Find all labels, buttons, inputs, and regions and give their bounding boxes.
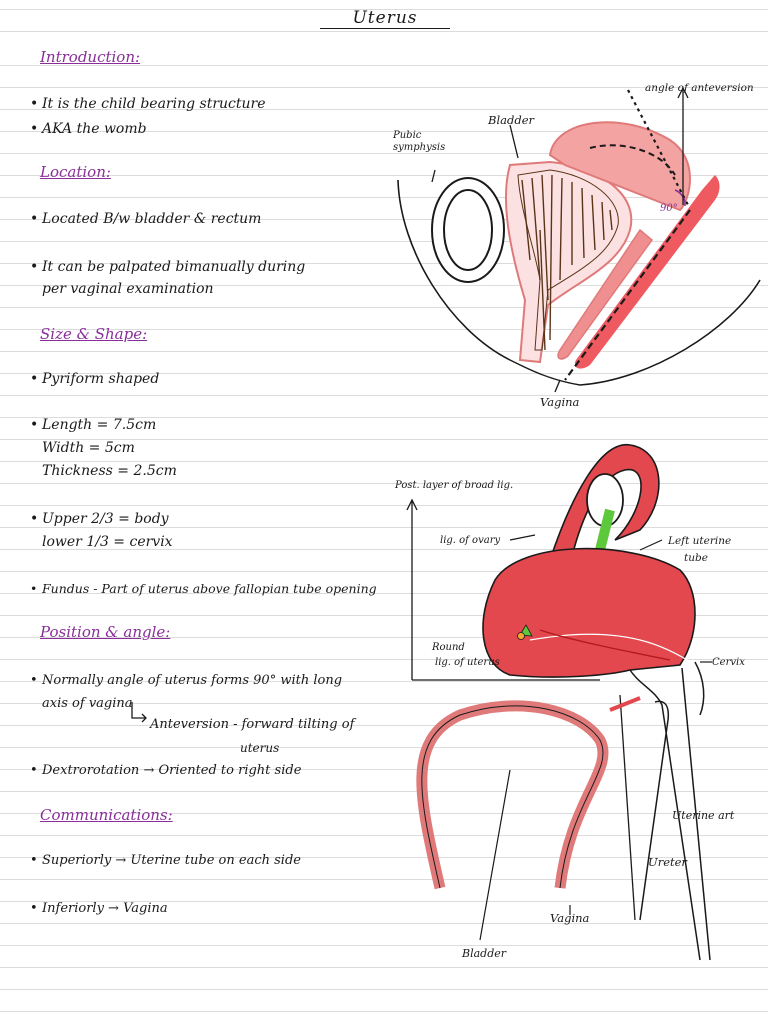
vagina-pointer <box>554 379 561 393</box>
heading-communications: Communications: <box>40 806 173 824</box>
uterine-artery <box>609 696 641 712</box>
bladder-loop-outline <box>421 705 604 889</box>
body-outline-anterior <box>397 179 511 361</box>
note-anteversion: Anteversion - forward tilting of <box>150 717 355 732</box>
heading-position-angle: Position & angle: <box>40 623 171 641</box>
bladder-loop <box>416 700 609 890</box>
body-outline-posterior <box>579 279 761 386</box>
vaginal-wall <box>557 228 654 360</box>
note-upper: Upper 2/3 = body <box>30 510 169 528</box>
label-vagina-2: Vagina <box>550 911 590 925</box>
note-length: Length = 7.5cm <box>30 416 156 434</box>
note-dextrorotation: Dextrorotation → Oriented to right side <box>30 762 301 780</box>
heading-size-shape: Size & Shape: <box>40 325 148 343</box>
note-thickness: Thickness = 2.5cm <box>42 463 177 479</box>
bladder-hatching <box>521 174 613 351</box>
uterine-vessel <box>539 629 671 661</box>
heading-location: Location: <box>40 163 111 181</box>
label-broad-ligament: Post. layer of broad lig. <box>395 480 514 491</box>
pubic-symphysis-inner <box>443 189 493 271</box>
label-ureter: Ureter <box>648 855 687 869</box>
label-symphysis: symphysis <box>393 142 446 153</box>
label-vagina-1: Vagina <box>540 395 580 409</box>
bladder-pointer <box>509 124 519 159</box>
arrow-hook <box>131 702 147 723</box>
uterus-highlight <box>529 633 696 666</box>
note-lower: lower 1/3 = cervix <box>42 534 173 550</box>
ureter <box>639 700 670 921</box>
note-angle-2: axis of vagina <box>42 696 133 711</box>
label-uterine-artery: Uterine art <box>672 809 735 822</box>
note-location-3: per vaginal examination <box>42 281 214 297</box>
sagittal-diagram <box>397 86 761 393</box>
uterus-body-posterior <box>482 547 696 678</box>
note-location-2: It can be palpated bimanually during <box>30 258 305 276</box>
note-intro-2: AKA the womb <box>30 120 147 138</box>
label-cervix: Cervix <box>712 657 745 668</box>
vagina-axis <box>564 209 691 381</box>
label-ligament-ovary: lig. of ovary <box>440 535 501 546</box>
rectum-wall <box>574 175 720 369</box>
uterine-cavity <box>589 144 676 176</box>
uterus-axis <box>627 89 689 206</box>
note-anteversion-2: uterus <box>240 741 280 755</box>
label-pubic: Pubic <box>393 130 422 141</box>
posterior-view-diagram <box>406 444 712 961</box>
note-angle-1: Normally angle of uterus forms 90° with … <box>30 672 342 690</box>
angle-arc <box>674 189 686 207</box>
heading-introduction: Introduction: <box>40 48 141 66</box>
note-superiorly: Superiorly → Uterine tube on each side <box>30 852 301 870</box>
pubic-pointer <box>431 169 436 183</box>
label-round: Round <box>432 642 465 653</box>
note-width: Width = 5cm <box>42 440 135 456</box>
note-shape: Pyriform shaped <box>30 370 159 388</box>
label-round-ligament: lig. of uterus <box>435 657 500 668</box>
label-90-degrees: 90° <box>660 203 678 214</box>
note-intro-1: It is the child bearing structure <box>30 95 265 113</box>
label-left-uterine: Left uterine <box>668 535 732 547</box>
vagina-wall-left <box>629 669 701 961</box>
bladder-fill-outline <box>517 169 619 351</box>
label-tube: tube <box>684 552 708 564</box>
bladder-pointer-2 <box>479 769 511 941</box>
label-angle-anteversion: angle of anteversion <box>645 82 754 94</box>
label-bladder-2: Bladder <box>462 947 507 960</box>
ovarian-ligament <box>595 508 615 552</box>
label-bladder: Bladder <box>488 113 535 127</box>
note-inferiorly: Inferiorly → Vagina <box>30 900 168 918</box>
note-fundus: Fundus - Part of uterus above fallopian … <box>30 580 377 598</box>
note-location-1: Located B/w bladder & rectum <box>30 210 261 228</box>
page-title: Uterus <box>320 8 450 29</box>
vagina-wall-right <box>681 667 711 961</box>
